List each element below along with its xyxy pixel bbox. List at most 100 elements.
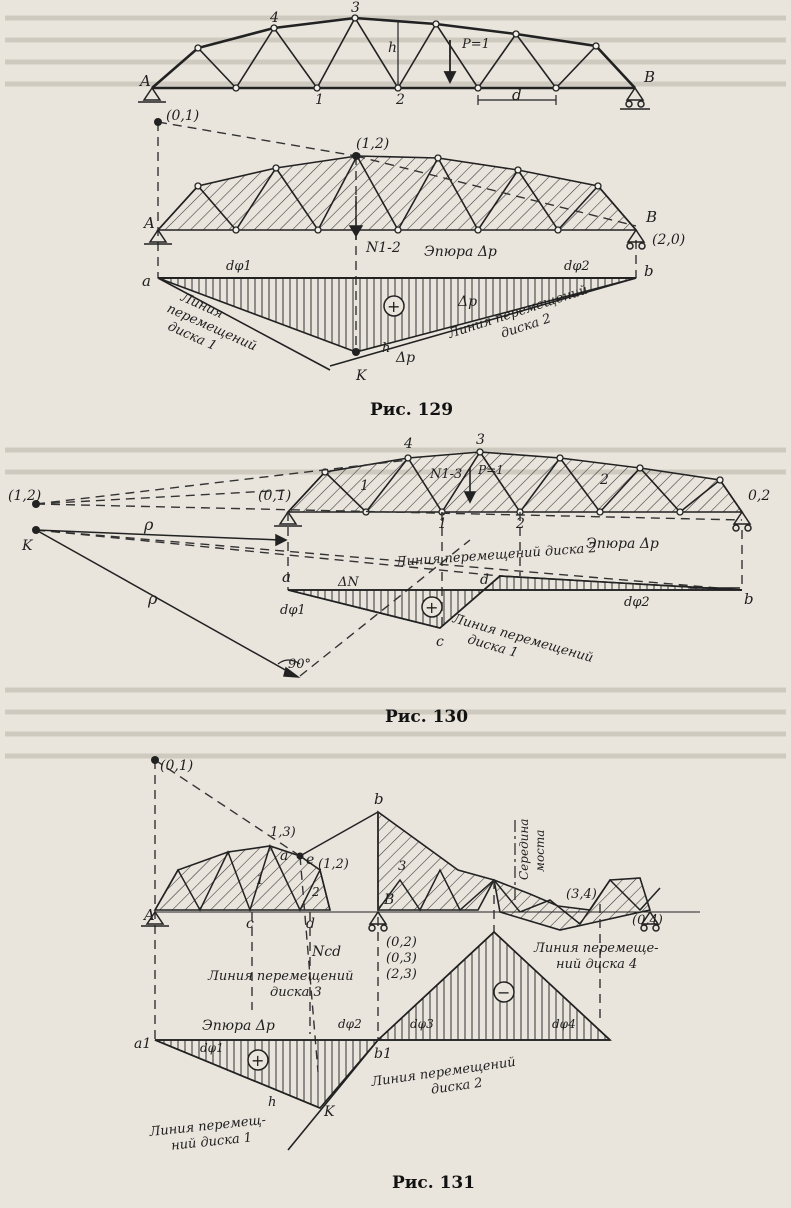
fig131-disk1-line — [154, 1039, 321, 1109]
fig129-label-epure: Эпюра Δp — [424, 244, 497, 260]
fig130-label-2: 2 — [515, 516, 525, 532]
fig131-label-02: (0,2) — [386, 935, 417, 950]
fig129-label-B-top: B — [643, 68, 655, 86]
fig130-nodes — [321, 448, 724, 516]
fig131-label-dphi3: dφ3 — [410, 1017, 434, 1031]
fig131-label-a: a — [280, 848, 288, 864]
fig129-label-dphi1: dφ1 — [226, 259, 252, 274]
fig130-label-1: 1 — [438, 516, 447, 532]
fig129-label-B: B — [645, 208, 657, 226]
fig129-plus: + — [387, 297, 400, 316]
fig129-label-K: K — [355, 368, 368, 384]
fig130-label-b: b — [744, 590, 754, 608]
fig129-point-K — [352, 348, 360, 356]
fig130-label-K: K — [21, 538, 34, 554]
fig129-label-20: (2,0) — [652, 232, 685, 248]
fig131-label-1: 1 — [256, 873, 264, 888]
fig131-label-01: (0,1) — [160, 758, 193, 774]
fig131-plus-circle — [247, 1049, 269, 1071]
fig129-disk1-line — [157, 277, 331, 371]
fig130-label-01: (0,1) — [258, 488, 291, 504]
fig131-label-dphi4: dφ4 — [552, 1017, 576, 1031]
fig129-label-dphi2: dφ2 — [564, 259, 590, 274]
fig129-label-deltaP2: Δp — [395, 350, 415, 366]
fig129-label-A: A — [142, 214, 155, 232]
fig129-label-a: a — [142, 272, 151, 290]
fig131-supports — [141, 910, 660, 932]
fig131-label-dphi1: dφ1 — [200, 1041, 224, 1055]
fig129-pole-01 — [154, 118, 162, 126]
fig130-label-epure: Эпюра Δp — [586, 536, 659, 552]
figure-131: + − (0,1) 1,3) a e (1,2) b B A c d 1 2 3… — [134, 756, 700, 1193]
fig130-supports — [274, 510, 752, 532]
fig129-label-d: d — [512, 86, 522, 104]
fig129-N-arrow — [348, 196, 364, 240]
fig131-label-12: (1,2) — [318, 857, 349, 872]
fig129-disk2-line — [329, 277, 637, 367]
fig130-rho-arrows — [35, 529, 301, 678]
fig131-label-line3a: Линия перемещений — [207, 969, 353, 984]
fig130-label-c: c — [436, 634, 444, 650]
fig131-label-line4b: ний диска 4 — [556, 957, 637, 972]
fig129-label-12: (1,2) — [356, 136, 389, 152]
fig131-label-line3b: диска 3 — [270, 985, 322, 1000]
fig131-label-2: 2 — [311, 885, 320, 899]
fig130-label-N13: N1-3 — [429, 467, 462, 482]
fig131-label-d: d — [306, 916, 315, 932]
fig131-pole-12 — [296, 852, 304, 860]
fig129-plus-circle — [383, 295, 405, 317]
fig130-pole-K — [32, 526, 40, 534]
fig131-label-e: e — [306, 852, 314, 868]
fig131-epure-plus — [154, 1039, 380, 1109]
fig130-dashed-lines — [35, 459, 743, 677]
fig129-hatched-truss — [156, 155, 638, 231]
fig130-label-dphi2: dφ2 — [624, 595, 650, 610]
fig129-label-P: P=1 — [461, 37, 490, 52]
fig131-label-3: 3 — [398, 859, 406, 874]
fig129-caption: Рис. 129 — [370, 400, 453, 420]
fig129-load-arrow — [443, 40, 557, 105]
fig131-disk-lines — [287, 930, 611, 1151]
figure-130: + (1,2) K ρ ρ 90° (0,1) 0,2 4 3 N1-3 P=1… — [8, 432, 770, 727]
fig131-label-mid2: моста — [533, 830, 547, 872]
fig131-disk4 — [492, 877, 652, 931]
fig129-dashed-lines — [157, 121, 637, 352]
fig130-plus: + — [425, 598, 438, 617]
fig130-label-line2: Линия перемещений диска 2 — [394, 541, 597, 570]
fig130-label-P: P=1 — [477, 463, 504, 477]
fig129-pole-12 — [352, 152, 360, 160]
fig131-label-Ncd: Ncd — [311, 944, 341, 960]
fig131-label-epure: Эпюра Δp — [202, 1018, 275, 1034]
fig129-label-2: 2 — [395, 92, 405, 108]
figure-129: A B 4 3 h P=1 1 2 d — [138, 0, 685, 420]
fig130-label-angle: 90° — [288, 657, 311, 672]
fig130-label-disk2: 2 — [599, 472, 609, 488]
fig130-pole-12 — [32, 500, 40, 508]
fig131-label-23: (2,3) — [386, 967, 417, 982]
fig129-label-A-top: A — [138, 72, 151, 90]
fig129-top-nodes — [194, 14, 600, 92]
fig131-line2-b: диска 2 — [430, 1076, 483, 1098]
fig131-label-B: B — [383, 892, 394, 908]
fig129-label-h: h — [388, 40, 397, 56]
fig129-label-4: 4 — [269, 10, 279, 26]
fig129-label-deltaP: Δp — [457, 294, 477, 310]
fig131-label-dphi2: dφ2 — [338, 1017, 362, 1031]
fig129-label-h2: h — [382, 341, 390, 356]
fig130-label-4: 4 — [403, 436, 413, 452]
fig130-label-deltaN: ΔN — [337, 575, 359, 590]
fig129-label-1: 1 — [315, 92, 324, 108]
fig131-label-34: (3,4) — [566, 887, 597, 902]
fig131-minus: − — [497, 983, 510, 1002]
fig131-dashed-lines — [154, 759, 601, 1073]
fig131-plus: + — [251, 1051, 264, 1070]
fig130-label-disk1: 1 — [360, 478, 369, 494]
fig130-label-3: 3 — [476, 432, 485, 448]
fig131-label-13: 1,3) — [270, 825, 296, 840]
fig130-label-d: d — [480, 572, 489, 588]
fig131-label-b1: b1 — [374, 1046, 392, 1062]
fig131-disk1 — [153, 845, 332, 911]
fig131-label-line4a: Линия перемеще- — [533, 941, 659, 956]
